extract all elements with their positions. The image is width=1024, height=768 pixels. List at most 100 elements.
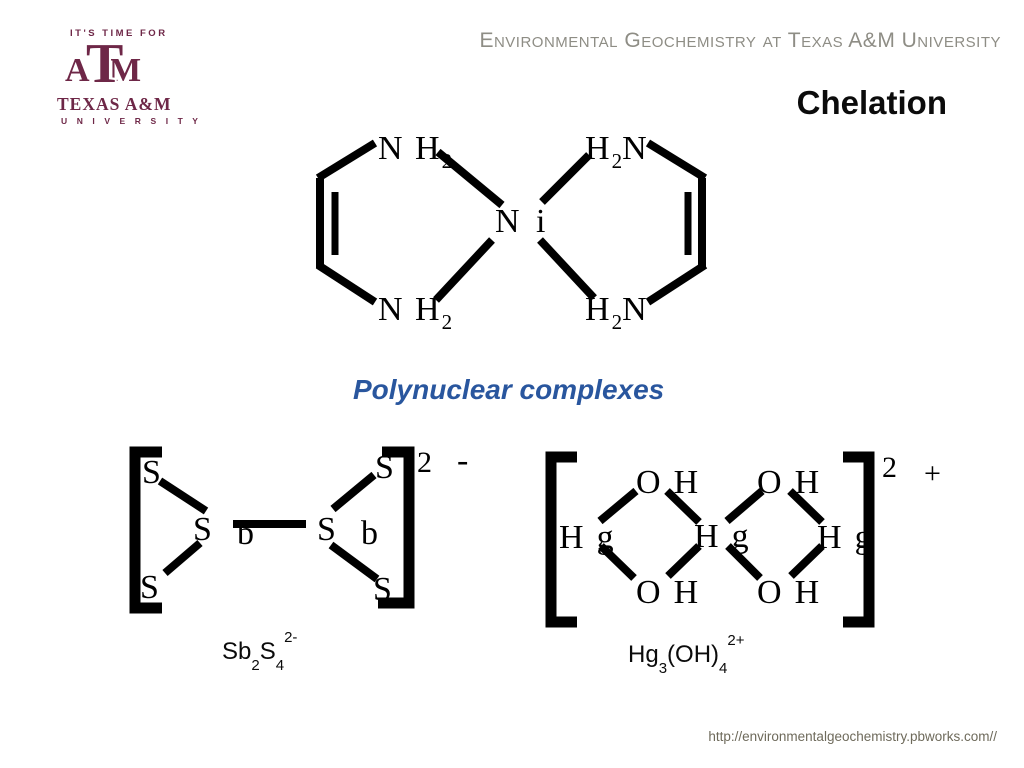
- atom-label-s: S: [140, 569, 161, 606]
- bond: [645, 139, 708, 182]
- bond: [157, 477, 209, 515]
- bond: [328, 541, 380, 583]
- sb2s4-formula-label: Sb2S4 2-: [222, 630, 297, 673]
- bond: [664, 488, 702, 525]
- bond: [435, 148, 505, 209]
- formula-superscript: 2-: [284, 629, 298, 646]
- atom-text: g: [731, 518, 751, 555]
- charge-number: 2: [417, 446, 432, 479]
- atom-subscript: 2: [611, 310, 623, 334]
- atom-subscript: 2: [441, 310, 453, 334]
- left-bracket: [545, 451, 577, 628]
- ni-complex-bonds: [315, 139, 708, 306]
- tamu-monogram-icon: A M T: [63, 33, 155, 98]
- charge-number: 2: [882, 451, 897, 484]
- bond: [315, 139, 378, 182]
- bond: [537, 237, 597, 301]
- atom-text: O: [636, 464, 663, 501]
- formula-subscript: 3: [658, 659, 668, 677]
- footer-url: http://environmentalgeochemistry.pbworks…: [708, 729, 997, 744]
- atom-text: O: [636, 574, 663, 611]
- atom-label-nh2-top-left: N H2: [378, 130, 452, 172]
- atom-text: O: [757, 574, 784, 611]
- atom-text: H: [817, 519, 844, 556]
- atom-label-s: S: [373, 571, 394, 608]
- site-header: Environmental Geochemistry at Texas A&M …: [479, 29, 1001, 52]
- atom-text: N H: [378, 130, 442, 167]
- formula-text: (OH): [667, 641, 720, 668]
- atom-text: N H: [378, 291, 442, 328]
- atom-subscript: 2: [611, 149, 623, 173]
- formula-subscript: 2: [251, 656, 260, 674]
- bond: [330, 471, 377, 513]
- atom-label-sb-left-s: S: [193, 511, 214, 548]
- right-bracket: [378, 446, 415, 609]
- bond: [162, 539, 203, 577]
- atom-label-sb-left-b: b: [237, 515, 256, 552]
- bond: [724, 487, 765, 525]
- atom-subscript: 2: [441, 149, 453, 173]
- logo-name: TEXAS A&M: [57, 94, 172, 114]
- slide-title: Chelation: [796, 84, 947, 121]
- atom-text: H: [673, 464, 701, 501]
- section-heading: Polynuclear complexes: [353, 374, 665, 405]
- atom-label-h2n-bottom-right: H2N: [585, 291, 649, 333]
- bond: [315, 261, 378, 306]
- bond: [788, 543, 825, 579]
- charge-sign: +: [924, 457, 941, 490]
- formula-text: Hg: [628, 641, 659, 668]
- atom-text: N: [622, 291, 649, 328]
- atom-label-h2n-top-right: H2N: [585, 130, 649, 172]
- bond: [433, 237, 495, 303]
- atom-text: O: [757, 464, 784, 501]
- monogram-letter-a: A: [65, 52, 90, 89]
- hg3oh4-formula-label: Hg3(OH)4 2+: [628, 633, 744, 676]
- hg3oh4-bonds: [545, 451, 875, 628]
- atom-label-sb-right-b: b: [361, 515, 380, 552]
- atom-text: N: [622, 130, 649, 167]
- bond: [665, 543, 702, 579]
- formula-subscript: 4: [275, 656, 285, 674]
- atom-text: H: [694, 518, 721, 555]
- sb2s4-structure: S S S b S b S S 2 -: [120, 440, 500, 620]
- ni-complex-structure: N H2 H2N N i N H2 H2N: [290, 122, 710, 334]
- atom-text: g: [596, 519, 616, 556]
- logo-subname: U N I V E R S I T Y: [61, 116, 202, 126]
- sb2s4-bonds: [129, 446, 415, 614]
- atom-text: H: [585, 130, 612, 167]
- formula-superscript: 2+: [727, 632, 745, 649]
- formula-text: S: [259, 638, 276, 665]
- formula-subscript: 4: [719, 659, 728, 677]
- atom-text: H: [794, 464, 822, 501]
- monogram-letter-m: M: [109, 52, 142, 89]
- bond: [725, 543, 763, 581]
- atom-text: H: [559, 519, 586, 556]
- right-bracket: [843, 451, 875, 628]
- bond: [539, 152, 592, 205]
- atom-text: H: [794, 574, 822, 611]
- atom-text: H: [585, 291, 612, 328]
- atom-label-s: S: [142, 454, 163, 491]
- bond: [645, 261, 708, 306]
- atom-text: g: [854, 519, 874, 556]
- atom-label-ni-center: N i: [495, 203, 550, 240]
- monogram-letter-t: T: [86, 33, 124, 95]
- formula-text: Sb: [222, 638, 252, 665]
- logo-tagline: IT'S TIME FOR: [70, 28, 168, 39]
- bond: [597, 487, 639, 525]
- atom-label-sb-right-s: S: [317, 511, 338, 548]
- atom-text: H: [673, 574, 701, 611]
- left-bracket: [129, 446, 162, 614]
- atom-label-nh2-bottom-left: N H2: [378, 291, 452, 333]
- bond: [598, 543, 637, 581]
- atom-label-s: S: [375, 449, 396, 486]
